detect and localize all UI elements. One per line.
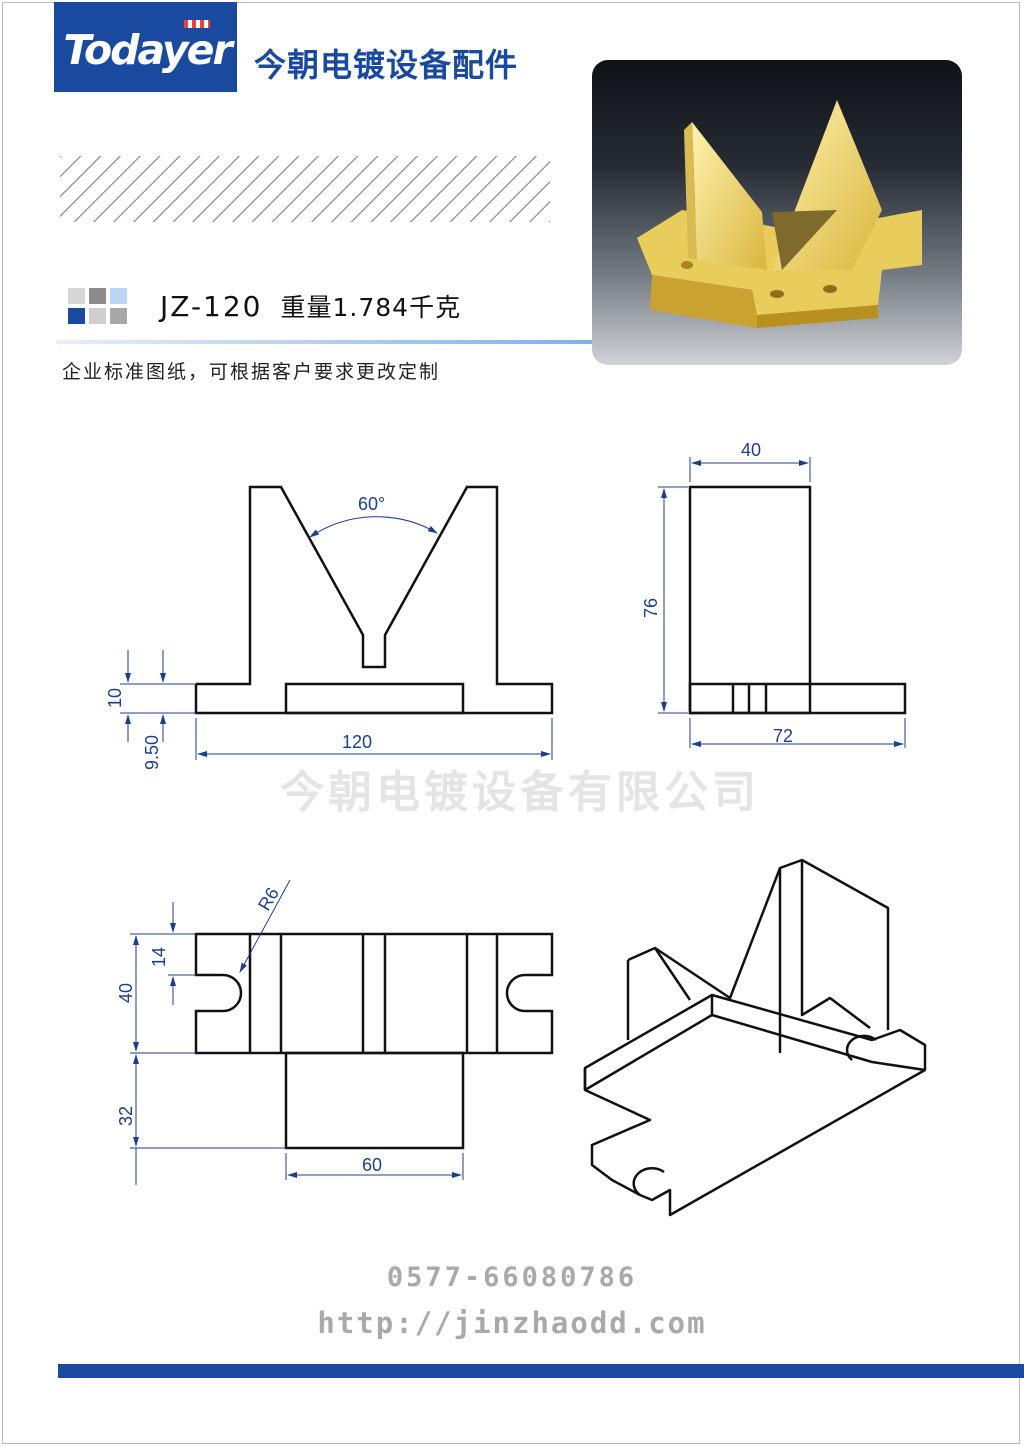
subtitle: 企业标准图纸，可根据客户要求更改定制 (62, 361, 441, 383)
company-watermark: 今朝电镀设备有限公司 (280, 767, 760, 818)
company-title: 今朝电镀设备配件 (254, 46, 519, 84)
swatch-icon (68, 308, 85, 324)
front-dimensions (120, 516, 553, 760)
side-view (688, 485, 907, 715)
swatch-icon (68, 288, 85, 304)
decorative-hatch (60, 156, 550, 222)
plan-dimensions (130, 879, 464, 1185)
product-photo (592, 60, 962, 365)
plan-view (194, 932, 554, 1150)
model-number: JZ-120 (160, 290, 263, 323)
dim-plan-width: 60 (362, 1155, 382, 1175)
dim-front-bottom: 9.50 (142, 735, 162, 770)
contact-url[interactable]: http://jinzhaodd.com (317, 1306, 707, 1340)
front-view (194, 485, 554, 715)
dim-side-bottom: 72 (773, 726, 793, 746)
contact-phone: 0577-66080786 (386, 1262, 638, 1293)
dim-plan-extension: 32 (116, 1106, 136, 1126)
dim-side-height: 76 (641, 598, 661, 618)
checkered-flag-icon (184, 20, 210, 28)
dim-angle: 60° (358, 494, 385, 514)
footer-bar (58, 1364, 1024, 1378)
v-block-photo-icon (637, 100, 922, 328)
dim-radius: R6 (254, 884, 283, 914)
model-line: JZ-120 重量1.784千克 (160, 288, 461, 324)
weight-label: 重量1.784千克 (280, 293, 462, 322)
swatch-icon (110, 288, 127, 304)
dim-plan-depth: 40 (116, 983, 136, 1003)
swatch-icon (89, 308, 106, 324)
title-underline (56, 340, 596, 344)
side-dimensions (658, 457, 906, 748)
brand-logo: Todayer (54, 2, 237, 92)
logo-text: Todayer (63, 26, 232, 74)
dim-front-top: 10 (105, 688, 125, 708)
swatch-icon (110, 308, 127, 324)
dim-side-top: 40 (741, 440, 761, 460)
color-swatches (68, 288, 128, 324)
dim-front-width: 120 (342, 732, 372, 752)
dim-slot: 14 (149, 947, 169, 967)
swatch-icon (89, 288, 106, 304)
isometric-view (583, 858, 927, 1217)
